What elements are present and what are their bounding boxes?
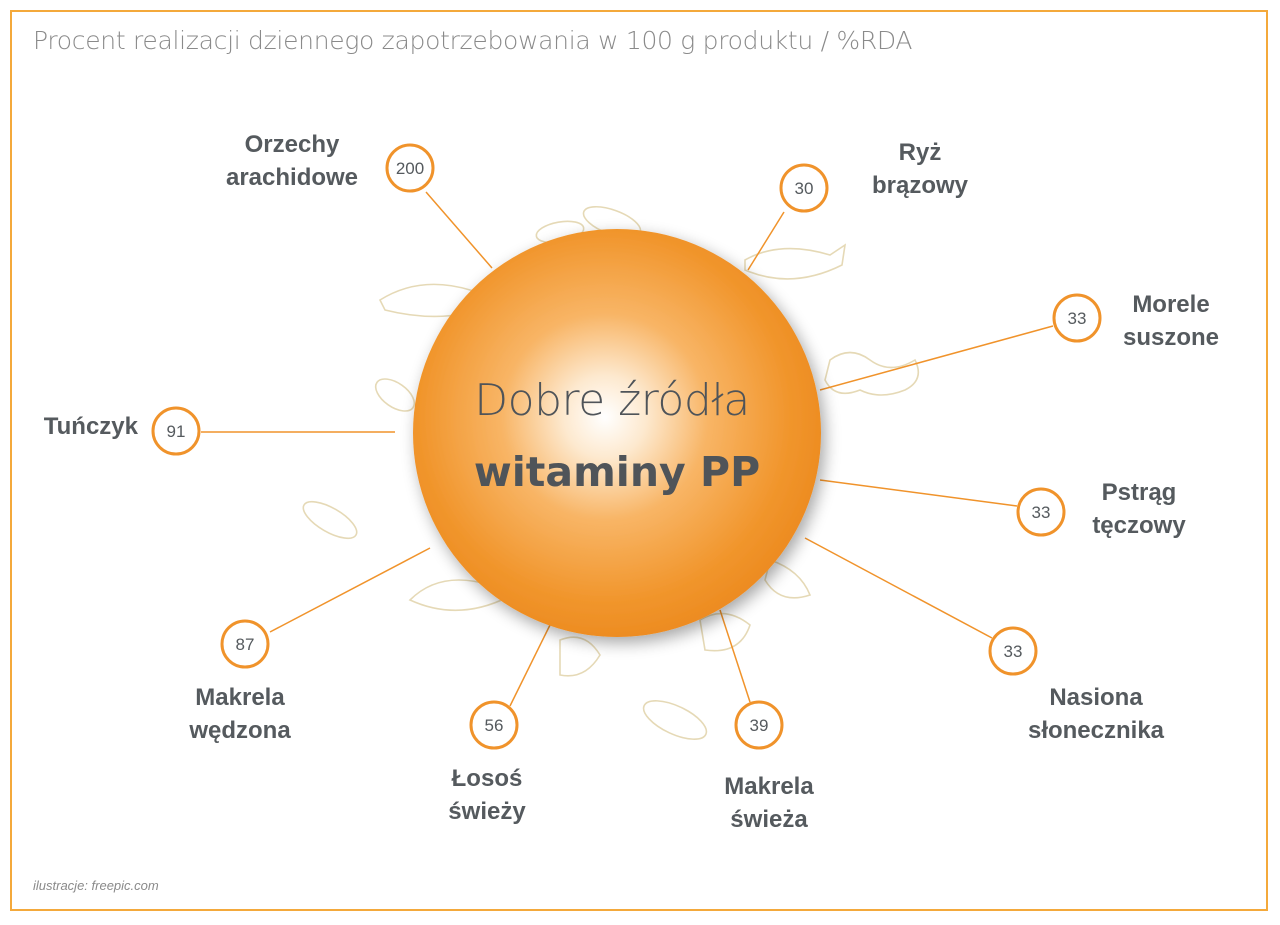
badge-losos: [469, 700, 519, 750]
badge-ryz: [779, 163, 829, 213]
badge-value-nasiona: 33: [1004, 642, 1023, 661]
badge-value-makrela-wedzona: 87: [236, 635, 255, 654]
badge-nasiona: [988, 626, 1038, 676]
label-tunczyk: Tuńczyk: [43, 413, 138, 440]
food-illustrations: [302, 205, 920, 740]
badge-value-pstrag: 33: [1032, 503, 1051, 522]
label-nasiona: Nasiona słonecznika: [1027, 684, 1165, 744]
badge-makrela-swieza: [734, 700, 784, 750]
label-ryz: Ryż brązowy: [871, 139, 969, 199]
label-pstrag: Pstrąg tęczowy: [1092, 479, 1186, 539]
badge-value-orzechy: 200: [396, 159, 424, 178]
badge-morele: [1052, 293, 1102, 343]
page-title: Procent realizacji dziennego zapotrzebow…: [33, 26, 913, 55]
credit-text: ilustracje: freepic.com: [33, 878, 159, 893]
badge-makrela-wedzona: [220, 619, 270, 669]
center-text-line2: witaminy PP: [473, 448, 761, 496]
badge-orzechy: [385, 143, 435, 193]
badge-tunczyk: [151, 406, 201, 456]
badge-value-makrela-swieza: 39: [750, 716, 769, 735]
border-frame: [10, 10, 1268, 911]
badge-value-losos: 56: [485, 716, 504, 735]
label-makrela-wedzona: Makrela wędzona: [189, 684, 291, 744]
label-losos: Łosoś świeży: [448, 765, 526, 825]
badge-value-morele: 33: [1068, 309, 1087, 328]
center-sphere: [413, 229, 821, 637]
label-orzechy: Orzechy arachidowe: [225, 131, 359, 191]
badge-value-ryz: 30: [795, 179, 814, 198]
badge-pstrag: [1016, 487, 1066, 537]
center-text-line1: Dobre źródła: [474, 375, 750, 426]
connector-lines: [201, 191, 1054, 707]
value-badges: 200 30 33 33 33 39 56 87 91: [151, 143, 1102, 750]
badge-value-tunczyk: 91: [167, 422, 186, 441]
label-makrela-swieza: Makrela świeża: [724, 773, 814, 833]
label-morele: Morele suszone: [1122, 291, 1220, 351]
